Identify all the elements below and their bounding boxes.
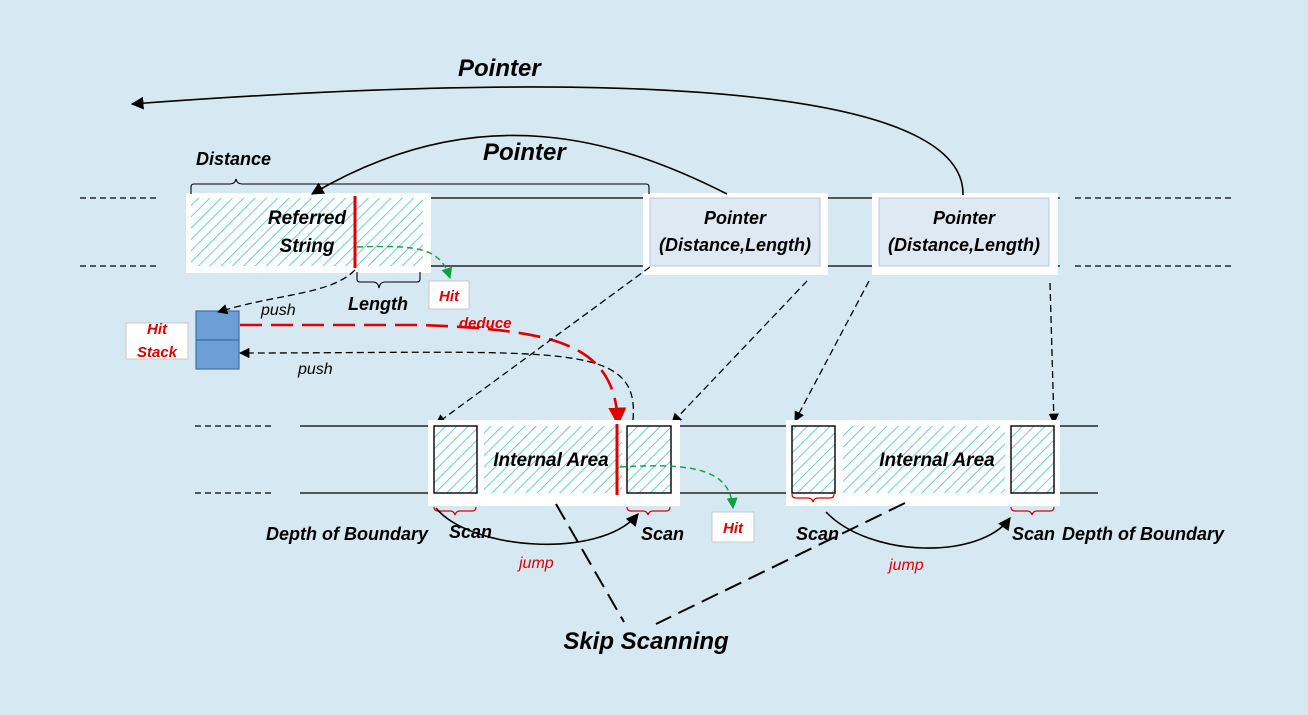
hit-box-top xyxy=(428,280,470,310)
hit-label-top: Hit xyxy=(439,288,460,305)
skip-line-2 xyxy=(655,502,906,625)
hit-label-bottom: Hit xyxy=(723,520,744,537)
push-arrow-1 xyxy=(217,269,356,315)
internal-area-1 xyxy=(428,420,680,506)
distance-brace xyxy=(190,178,650,194)
internal-area-label-2: Internal Area xyxy=(879,450,995,471)
deduce-label: deduce xyxy=(459,315,512,332)
push-label-1: push xyxy=(260,302,296,319)
hit-stack-label-2: Stack xyxy=(137,344,178,361)
jump-arc-1 xyxy=(435,507,639,546)
hit-stack-label-1: Hit xyxy=(147,321,168,338)
hit-box-bottom xyxy=(711,511,755,543)
pointer-box-2-line2: (Distance,Length) xyxy=(888,235,1040,255)
pointer-box-1-line1: Pointer xyxy=(704,208,767,228)
pointer-box-2 xyxy=(872,193,1058,275)
pointer-arc-top xyxy=(130,86,964,196)
internal-area-2 xyxy=(786,420,1060,506)
hit-stack-label-box xyxy=(125,322,189,360)
pointer-arc-mid xyxy=(310,134,728,195)
push-arrow-2 xyxy=(238,347,635,421)
referred-string-label-1: Referred xyxy=(268,208,347,229)
internal-area-label-1: Internal Area xyxy=(493,450,609,471)
green-arrow-bottom xyxy=(619,465,738,510)
scan-braces xyxy=(433,493,1055,516)
depth-of-boundary-right: Depth of Boundary xyxy=(1062,524,1225,544)
pointer-label-top: Pointer xyxy=(458,55,542,82)
referred-string-label-2: String xyxy=(280,236,335,257)
skip-scanning-label: Skip Scanning xyxy=(563,628,729,655)
scan-label-2: Scan xyxy=(641,524,684,544)
distance-label: Distance xyxy=(196,149,271,169)
pointer-box-2-line1: Pointer xyxy=(933,208,996,228)
ptr2-to-left-boundary xyxy=(794,280,870,422)
jump-label-2: jump xyxy=(887,557,924,574)
pointer-label-mid: Pointer xyxy=(483,139,567,166)
jump-label-1: jump xyxy=(517,555,554,572)
ptr1-to-right-boundary xyxy=(671,280,808,424)
skip-line-1 xyxy=(555,503,625,623)
deduce-arrow xyxy=(240,323,627,426)
length-label: Length xyxy=(348,294,408,314)
depth-of-boundary-left: Depth of Boundary xyxy=(266,524,429,544)
push-label-2: push xyxy=(297,361,333,378)
jump-arc-2 xyxy=(825,511,1011,549)
length-brace xyxy=(356,272,421,289)
pointer-box-1-line2: (Distance,Length) xyxy=(659,235,811,255)
pointer-box-1 xyxy=(643,193,828,275)
ptr1-to-left-boundary xyxy=(435,266,651,425)
referred-string-box xyxy=(186,193,431,273)
hit-stack xyxy=(195,310,240,370)
ptr2-to-right-boundary xyxy=(1048,282,1059,425)
scan-label-3: Scan xyxy=(796,524,839,544)
scan-label-4: Scan xyxy=(1012,524,1055,544)
scan-label-1: Scan xyxy=(449,522,492,542)
